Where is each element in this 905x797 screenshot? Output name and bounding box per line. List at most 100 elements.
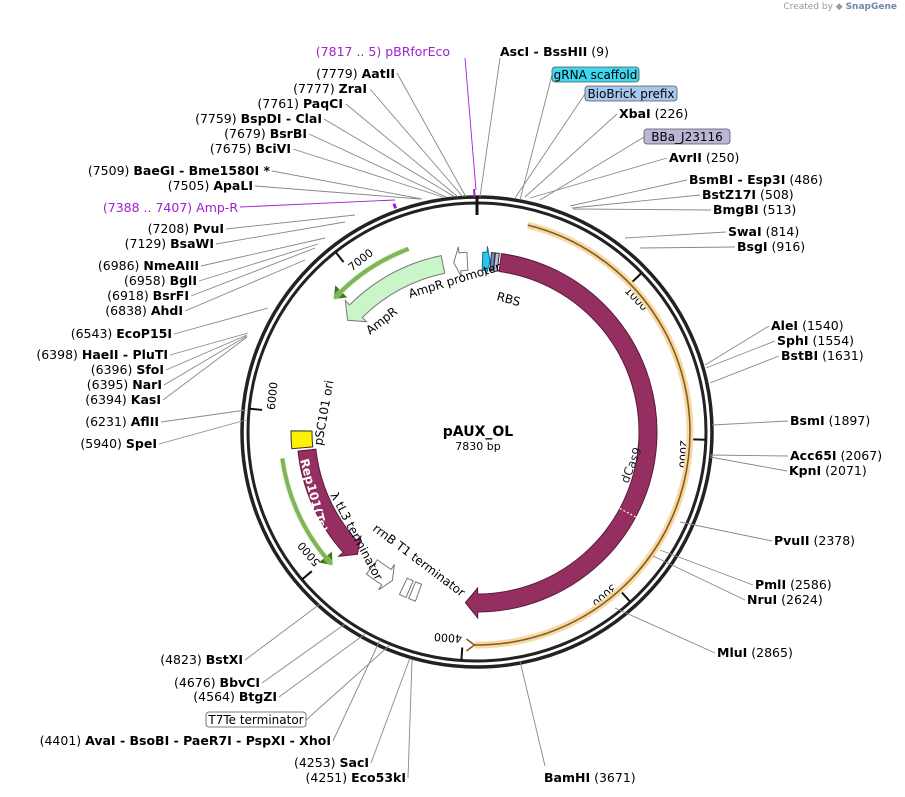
leader-line xyxy=(407,659,413,779)
leader-line xyxy=(709,456,788,472)
site-number: (513) xyxy=(759,202,797,217)
leader-line xyxy=(572,208,712,211)
site-position: (7817 .. 5) xyxy=(316,44,385,59)
leader-lines xyxy=(158,57,789,779)
site-position: (7679) xyxy=(224,126,270,141)
leader-line xyxy=(705,340,776,369)
leader-line xyxy=(323,118,456,198)
site-position: (6958) xyxy=(124,273,170,288)
site-name: NruI xyxy=(747,592,777,607)
rrnb-terminator-feature xyxy=(398,577,414,599)
tick-mark xyxy=(249,407,263,411)
amp-r-primer-marker xyxy=(392,203,398,209)
plasmid-length: 7830 bp xyxy=(455,440,500,453)
leader-line xyxy=(198,243,319,282)
leader-line xyxy=(539,136,645,201)
site-name: PmlI xyxy=(755,577,786,592)
site-number: (2378) xyxy=(810,533,856,548)
tick-mark xyxy=(301,570,313,581)
leader-line xyxy=(278,633,366,698)
site-name: BsgI xyxy=(737,239,768,254)
t7te-feature xyxy=(408,581,423,602)
site-extra: - Bme1580I * xyxy=(175,163,271,178)
site-label-bsgi: BsgI (916) xyxy=(737,239,805,254)
site-label-sphi: SphI (1554) xyxy=(777,333,854,348)
site-name: MluI xyxy=(717,645,747,660)
site-position: (6396) xyxy=(91,362,137,377)
site-label-paqci: (7761) PaqCI xyxy=(257,96,343,111)
tick-mark xyxy=(460,647,464,661)
site-position: (7759) xyxy=(195,111,241,126)
site-position: (7129) xyxy=(125,236,171,251)
site-label-xbai: XbaI (226) xyxy=(619,106,688,121)
site-label-saci: (4253) SacI xyxy=(294,755,369,770)
site-position: (7388 .. 7407) xyxy=(103,200,196,215)
site-label-nari: (6395) NarI xyxy=(87,377,162,392)
leader-line xyxy=(169,332,249,356)
leader-line xyxy=(514,93,586,199)
site-label-swai: SwaI (814) xyxy=(728,224,799,239)
site-label-spei: (5940) SpeI xyxy=(80,436,157,451)
site-label-haeii: (6398) HaeII - PluTI xyxy=(36,347,168,362)
site-label-avai: (4401) AvaI - BsoBI - PaeR7I - PspXI - X… xyxy=(40,733,331,748)
site-name: SacI xyxy=(340,755,370,770)
site-position: (4253) xyxy=(294,755,340,770)
site-position: (4401) xyxy=(40,733,86,748)
leader-line xyxy=(271,170,423,200)
tick-mark xyxy=(631,272,643,283)
leader-line xyxy=(711,420,789,426)
site-name: EcoP15I xyxy=(116,326,172,341)
leader-line xyxy=(370,657,411,764)
site-label-acc65i: Acc65I (2067) xyxy=(790,448,882,463)
site-number: (9) xyxy=(587,44,609,59)
bba-feature xyxy=(493,252,500,272)
leader-line xyxy=(569,179,688,207)
leader-line xyxy=(571,194,701,209)
site-label-bmgbi: BmgBI (513) xyxy=(713,202,796,217)
site-position: (7777) xyxy=(293,81,339,96)
leader-line xyxy=(332,639,381,742)
leader-line xyxy=(709,355,780,384)
dcas9-split xyxy=(619,507,636,518)
grna-scaffold-feature xyxy=(481,246,491,277)
leader-line xyxy=(659,549,754,586)
credit-brand: SnapGene xyxy=(845,2,897,12)
leader-line xyxy=(305,644,391,721)
site-label-bsmbi: BsmBI - Esp3I (486) xyxy=(689,172,823,187)
site-position: (7505) xyxy=(168,178,214,193)
site-name: BbvCI xyxy=(220,675,260,690)
leader-line xyxy=(215,221,346,245)
leader-line xyxy=(158,419,247,445)
psc101-label: pSC101 ori xyxy=(311,379,336,446)
site-name: AvrII xyxy=(669,150,702,165)
site-label-aflii: (6231) AflII xyxy=(85,414,159,429)
feature-box-label: BioBrick prefix xyxy=(587,87,674,101)
site-position: (4564) xyxy=(193,689,239,704)
site-number: (250) xyxy=(702,150,740,165)
site-label-bsawi: (7129) BsaWI xyxy=(125,236,214,251)
snapgene-credit: Created by ◆ SnapGene xyxy=(783,2,897,12)
site-label-nrui: NruI (2624) xyxy=(747,592,823,607)
site-name: KasI xyxy=(131,392,161,407)
site-label-ahdi: (6838) AhdI xyxy=(105,303,183,318)
tick-label: 5000 xyxy=(295,539,323,569)
site-name: BglI xyxy=(170,273,197,288)
site-position: (7779) xyxy=(316,66,362,81)
site-number: (486) xyxy=(785,172,823,187)
site-name: AleI xyxy=(771,318,798,333)
site-position: (7509) xyxy=(88,163,134,178)
leader-line xyxy=(254,185,421,200)
leader-line xyxy=(519,74,553,201)
site-position: (4251) xyxy=(306,770,352,785)
site-name: NmeAIII xyxy=(143,258,199,273)
orange-arrow-head xyxy=(465,638,476,652)
leader-line xyxy=(679,521,773,542)
leader-line xyxy=(165,334,248,371)
site-number: (3671) xyxy=(590,770,636,785)
site-label-apali: (7505) ApaLI xyxy=(168,178,253,193)
site-label-btgzi: (4564) BtgZI xyxy=(193,689,277,704)
site-label-bstxi: (4823) BstXI xyxy=(160,652,243,667)
feature-box xyxy=(643,128,731,145)
site-extra: - Esp3I xyxy=(733,172,785,187)
